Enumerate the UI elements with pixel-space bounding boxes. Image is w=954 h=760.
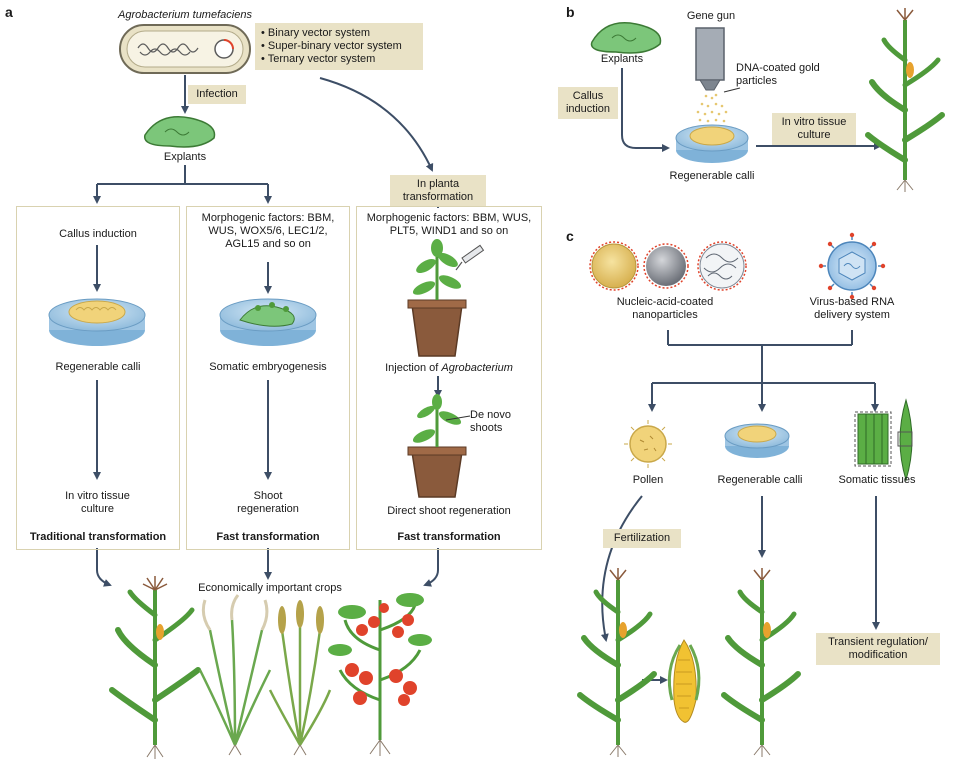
- vector-systems-box: • Binary vector system • Super-binary ve…: [255, 23, 423, 70]
- pollen-label: Pollen: [632, 474, 664, 486]
- petri-dish-calli-b: [675, 124, 749, 163]
- morphogenic-factors-2: Morphogenic factors: BBM, WUS, PLT5, WIN…: [366, 212, 532, 237]
- regenerable-calli-label-b: Regenerable calli: [669, 170, 755, 182]
- callus-induction-tag: Callus induction: [558, 87, 618, 119]
- morphogenic-factors-1: Morphogenic factors: BBM, WUS, WOX5/6, L…: [201, 212, 335, 250]
- agrobacterium-cell: [119, 24, 251, 74]
- nanoparticles-label: Nucleic-acid-coated nanoparticles: [616, 296, 714, 321]
- maize-plant-c-right: [721, 568, 801, 757]
- injection-label: Injection of Agrobacterium: [385, 362, 513, 374]
- explants-label-a: Explants: [163, 151, 207, 163]
- fertilization-tag: Fertilization: [603, 529, 681, 548]
- vector-system-item: • Super-binary vector system: [261, 40, 402, 52]
- nanoparticle-grey: [643, 243, 689, 289]
- maize-plant-c-left: [577, 568, 657, 757]
- nanoparticle-mesh: [697, 241, 747, 291]
- maize-plant-b: [865, 8, 945, 192]
- callus-induction-label: Callus induction: [59, 228, 137, 240]
- maize-ear: [667, 639, 701, 723]
- tomato-plant: [328, 593, 432, 756]
- vector-system-item: • Ternary vector system: [261, 53, 376, 65]
- fast-box-2: [356, 206, 542, 550]
- fast-transformation-title-2: Fast transformation: [397, 531, 501, 543]
- gold-particles-label: DNA-coated gold particles: [736, 62, 820, 87]
- virus-particle: [818, 232, 886, 300]
- maize-plant-a: [109, 576, 201, 759]
- wheat-plant: [268, 600, 332, 756]
- in-vitro-tag: In vitro tissue culture: [772, 113, 856, 145]
- shoot-regeneration-label: Shoot regeneration: [237, 490, 299, 515]
- panel-label-a: a: [5, 4, 13, 20]
- panel-label-c: c: [566, 228, 574, 244]
- direct-shoot-regeneration-label: Direct shoot regeneration: [387, 505, 511, 517]
- pollen-grain: [624, 420, 672, 468]
- regenerable-calli-label-c: Regenerable calli: [717, 474, 803, 486]
- petri-dish-calli-a: [48, 298, 146, 346]
- organism-label: Agrobacterium tumefaciens: [118, 9, 252, 21]
- explants-label-b: Explants: [600, 53, 644, 65]
- explant-b: [590, 22, 662, 54]
- petri-dish-embryos: [219, 298, 317, 346]
- infection-label: Infection: [188, 85, 246, 104]
- gene-gun-label: Gene gun: [686, 10, 736, 22]
- panel-label-b: b: [566, 4, 575, 20]
- vector-system-item: • Binary vector system: [261, 27, 371, 39]
- traditional-transformation-title: Traditional transformation: [29, 531, 167, 543]
- in-vitro-label-a: In vitro tissue culture: [65, 490, 130, 515]
- potted-plant-injection: [407, 239, 485, 357]
- explant-a: [143, 116, 216, 148]
- crops-label: Economically important crops: [198, 582, 342, 594]
- petri-dish-calli-c: [724, 423, 790, 458]
- fast-box-1: [186, 206, 350, 550]
- traditional-box: [16, 206, 180, 550]
- rice-plant: [198, 594, 272, 756]
- somatic-tissue: [854, 398, 913, 482]
- somatic-embryogenesis-label: Somatic embryogenesis: [209, 361, 327, 373]
- potted-plant-shoots: [407, 394, 471, 498]
- in-planta-label: In planta transformation: [390, 175, 486, 207]
- fast-transformation-title-1: Fast transformation: [216, 531, 320, 543]
- somatic-tissues-label: Somatic tissues: [838, 474, 916, 486]
- transient-regulation-tag: Transient regulation/ modification: [816, 633, 940, 665]
- gene-gun-device: [695, 27, 741, 123]
- virus-label: Virus-based RNA delivery system: [809, 296, 895, 321]
- nanoparticle-gold: [589, 241, 639, 291]
- regenerable-calli-label-a: Regenerable calli: [55, 361, 141, 373]
- de-novo-shoots-label: De novo shoots: [470, 409, 511, 434]
